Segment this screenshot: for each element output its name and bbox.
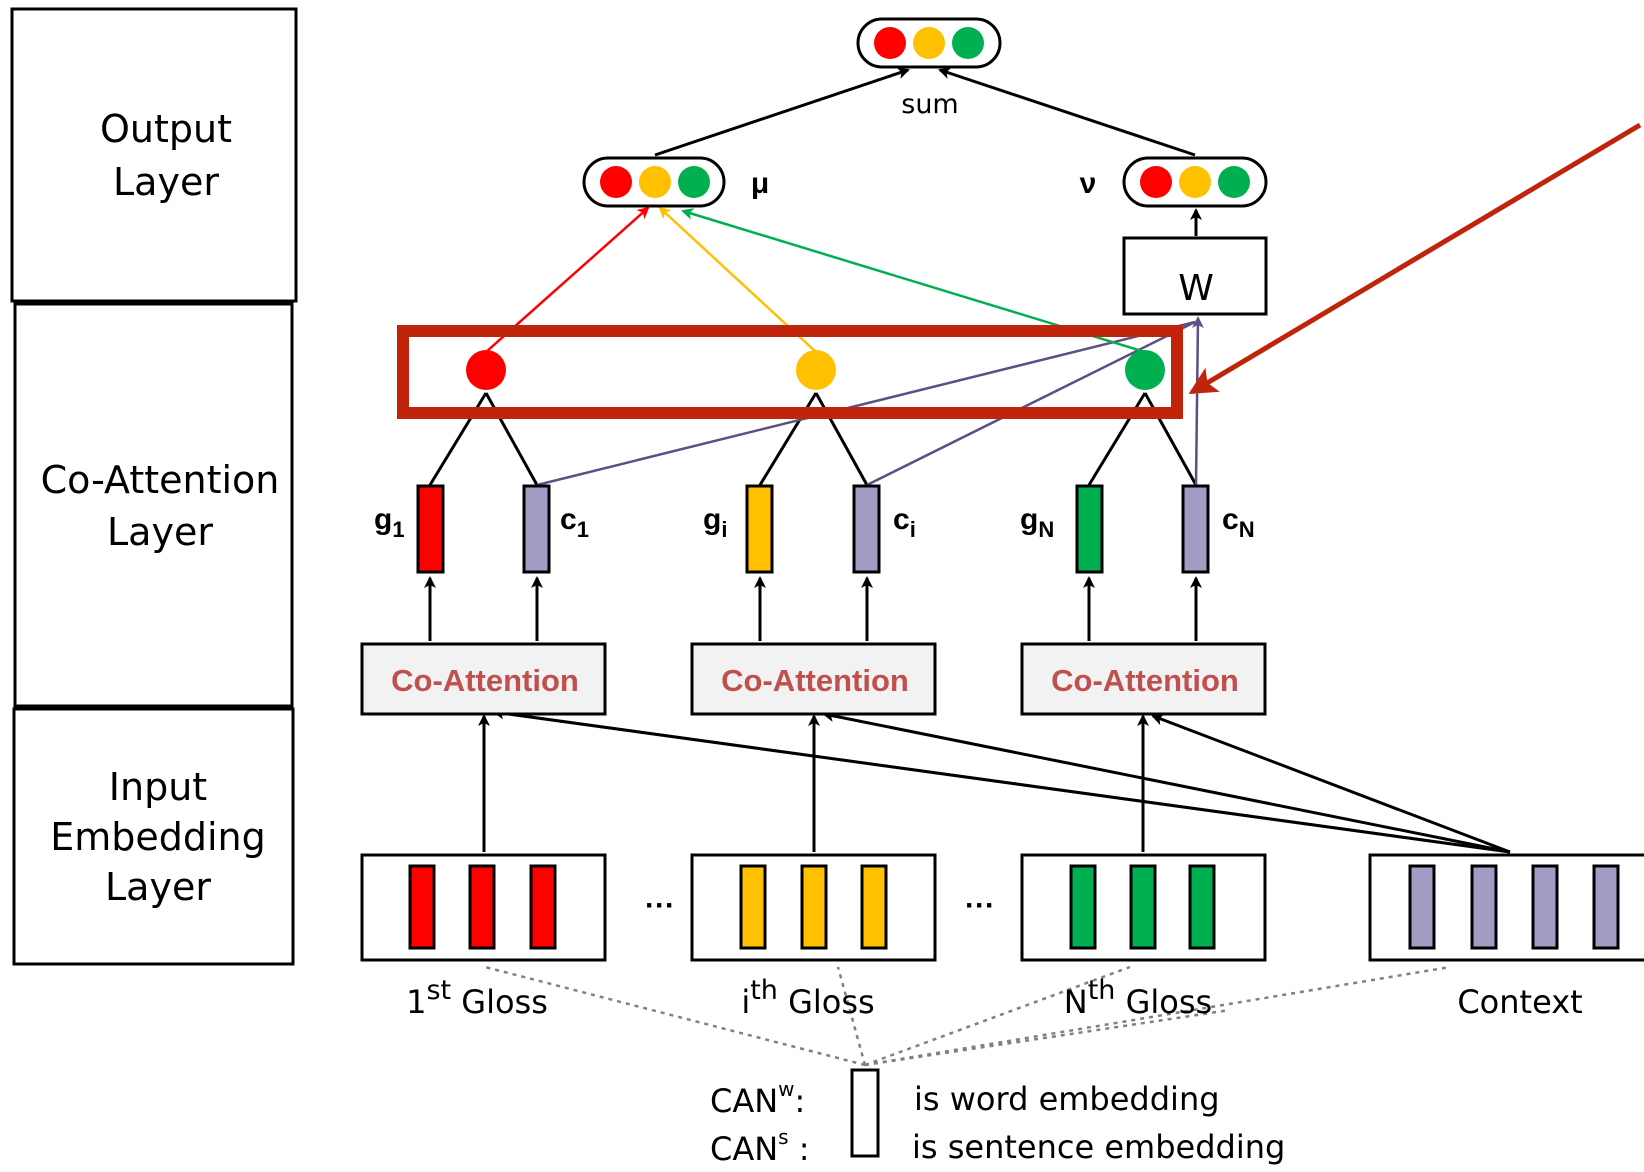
coattention-block-i: Co-Attention [690, 642, 937, 716]
vector-c1 [522, 484, 551, 574]
input-layer-label-3: Layer [105, 865, 211, 909]
output-layer-label-2: Layer [113, 160, 219, 204]
label-cN: cN [1222, 503, 1255, 542]
label-gN: gN [1020, 503, 1054, 542]
svg-text:Co-Attention: Co-Attention [721, 663, 909, 698]
vector-gi [745, 484, 774, 574]
ellipsis-1: ··· [645, 889, 675, 922]
ellipsis-2: ··· [965, 889, 995, 922]
svg-text:Co-Attention: Co-Attention [1051, 663, 1239, 698]
svg-text:W: W [1178, 268, 1214, 309]
label-c1: c1 [560, 503, 589, 542]
output-layer-label: Output [100, 107, 232, 151]
context-embedding [1368, 853, 1644, 962]
coattention-block-n: Co-Attention [1020, 642, 1267, 716]
coattention-layer-label-2: Layer [107, 510, 213, 554]
final-output [856, 17, 1002, 69]
context-vector-to-w-lines [536, 316, 1204, 487]
coattention-to-vector-arrows [424, 576, 1202, 641]
coattention-layer-label: Co-Attention [41, 458, 280, 502]
to-sum-arrows [654, 67, 1196, 157]
vector-g1 [416, 484, 445, 574]
embedding-legend: CANw: CANs : is word embedding is senten… [710, 1068, 1285, 1168]
vector-cN [1181, 484, 1210, 574]
input-layer-box [12, 707, 295, 966]
vector-to-node-lines [428, 392, 1198, 486]
legend-sentence-text: is sentence embedding [912, 1128, 1285, 1166]
coattention-block-1: Co-Attention [360, 642, 607, 716]
mu-output [582, 156, 726, 208]
node-yellow [796, 350, 836, 390]
input-layer-label: Input [109, 765, 207, 809]
sum-label: sum [901, 89, 958, 120]
gloss-i-caption: ith Gloss [741, 975, 874, 1021]
embedding-dotted-links [484, 965, 1451, 1067]
gloss-i-embedding [690, 853, 937, 962]
context-caption: Context [1457, 983, 1582, 1021]
label-ci: ci [893, 503, 916, 542]
coattention-layer-box [13, 302, 294, 708]
gloss-n-caption: Nth Gloss [1064, 975, 1212, 1021]
label-g1: g1 [374, 503, 405, 542]
mu-label: μ [751, 167, 769, 200]
layer-column: Output Layer Co-Attention Layer Input Em… [10, 7, 298, 966]
input-layer-label-2: Embedding [50, 815, 266, 859]
highlight-box [397, 325, 1183, 419]
gloss-1-embedding [360, 853, 607, 962]
svg-text:Co-Attention: Co-Attention [391, 663, 579, 698]
output-layer-box [10, 7, 298, 303]
node-green [1125, 350, 1165, 390]
nu-label: ν [1080, 167, 1097, 200]
label-gi: gi [703, 503, 727, 542]
legend-cans: CANs : [710, 1125, 810, 1168]
highlight-arrow [1188, 122, 1642, 395]
w-block: W [1122, 236, 1268, 316]
nu-output [1122, 156, 1268, 208]
legend-word-text: is word embedding [914, 1080, 1220, 1118]
vector-ci [852, 484, 881, 574]
legend-canw: CANw: [710, 1077, 805, 1120]
input-to-coattention-arrows [478, 707, 1511, 854]
vector-gN [1075, 484, 1104, 574]
gloss-1-caption: 1st Gloss [406, 975, 548, 1021]
legend-vector-icon [850, 1068, 880, 1158]
gloss-n-embedding [1020, 853, 1267, 962]
node-red [466, 350, 506, 390]
